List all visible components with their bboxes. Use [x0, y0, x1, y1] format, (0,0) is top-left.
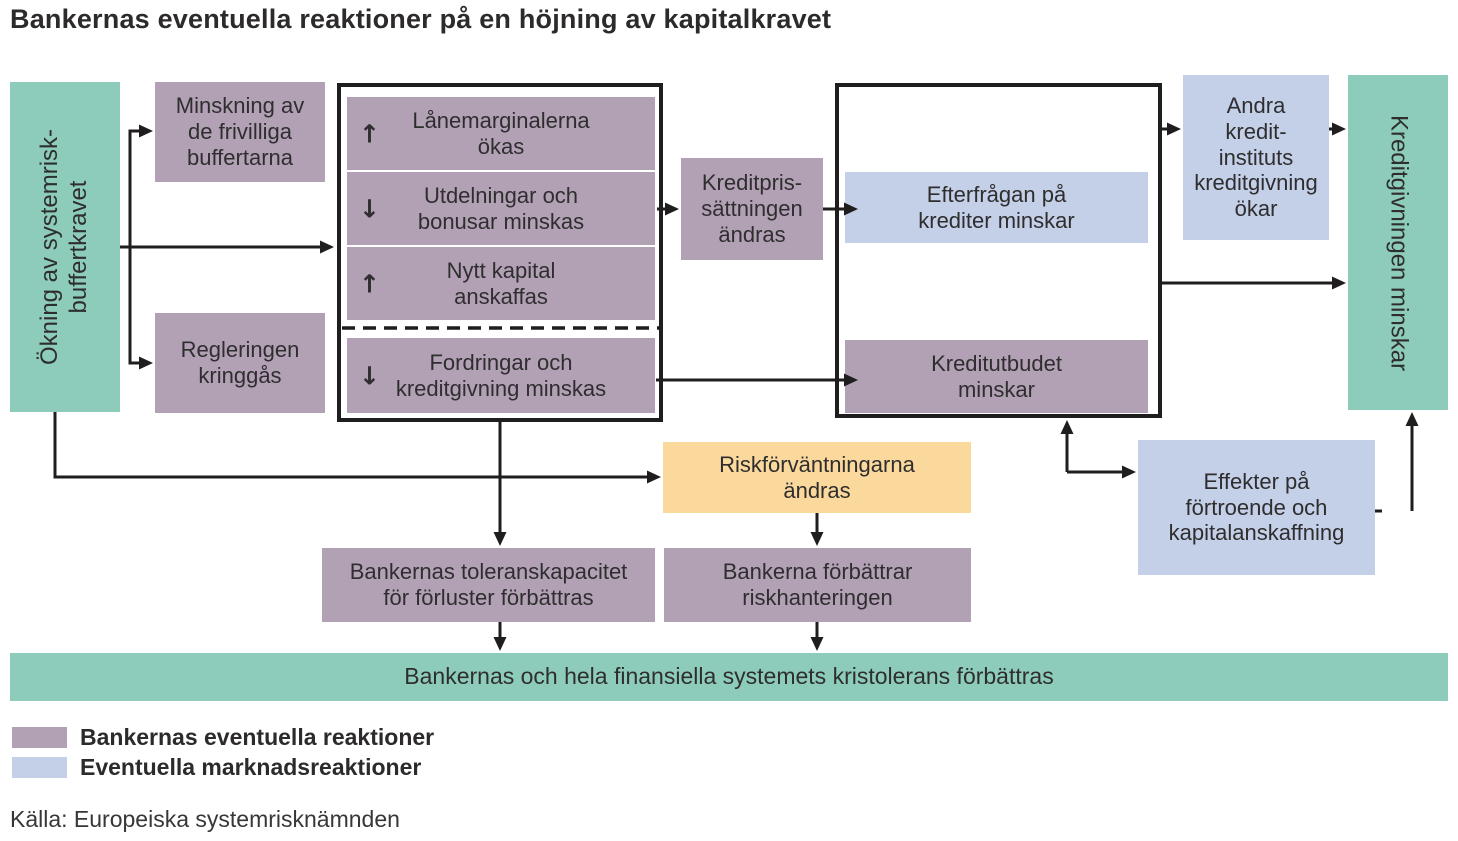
node-kristolerans-forbattras: Bankernas och hela finansiella systemets… — [10, 653, 1448, 701]
groupbox-marknadsreaktioner — [835, 83, 1162, 418]
source-note: Källa: Europeiska systemrisknämnden — [10, 806, 400, 832]
node-toleranskapacitet-forbattras: Bankernas toleranskapacitet för förluste… — [322, 548, 655, 622]
legend-swatch-bank-reaktioner — [12, 727, 67, 748]
node-label: Andra kredit- instituts kreditgivning ök… — [1194, 92, 1318, 222]
node-lanemarginalerna-okas: ↑ Lånemarginalerna ökas — [347, 97, 655, 170]
node-label: Utdelningar och bonusar minskas — [417, 182, 585, 234]
node-riskforvantningarna-andras: Riskförväntningarna ändras — [663, 442, 971, 513]
node-label: Kreditutbudet minskar — [931, 350, 1062, 402]
legend-swatch-marknadsreaktioner — [12, 757, 67, 778]
node-label: Bankerna förbättrar riskhanteringen — [722, 559, 913, 610]
node-utdelningar-bonusar-minskas: ↓ Utdelningar och bonusar minskas — [347, 172, 655, 245]
node-minskning-frivilliga-buffertarna: Minskning av de frivilliga buffertarna — [155, 82, 325, 182]
node-effekter-fortroende-kapitalanskaffning: Effekter på förtroende och kapitalanskaf… — [1138, 440, 1375, 575]
down-arrow-icon: ↓ — [359, 194, 380, 223]
legend-label-marknadsreaktioner: Eventuella marknadsreaktioner — [80, 754, 422, 780]
node-nytt-kapital-anskaffas: ↑ Nytt kapital anskaffas — [347, 247, 655, 320]
node-okning-systemriskbuffertkravet: Ökning av systemrisk- buffertkravet — [10, 82, 120, 412]
node-label: Kreditpris- sättningen ändras — [701, 170, 803, 247]
node-kreditprissattningen-andras: Kreditpris- sättningen ändras — [681, 158, 823, 260]
page-title: Bankernas eventuella reaktioner på en hö… — [10, 4, 832, 34]
node-label: Riskförväntningarna ändras — [719, 451, 915, 503]
down-arrow-icon: ↓ — [359, 361, 380, 390]
node-label: Bankernas toleranskapacitet för förluste… — [349, 559, 628, 610]
arrow-okning-to-regleringen — [128, 247, 153, 370]
node-label: Minskning av de frivilliga buffertarna — [175, 93, 305, 170]
node-label: Regleringen kringgås — [180, 337, 300, 388]
node-label: Lånemarginalerna ökas — [412, 107, 590, 159]
node-regleringen-kringgas: Regleringen kringgås — [155, 313, 325, 413]
up-arrow-icon: ↑ — [359, 269, 380, 298]
node-label: Effekter på förtroende och kapitalanskaf… — [1168, 468, 1345, 546]
node-andra-kreditinstituts-kreditgivning-okar: Andra kredit- instituts kreditgivning ök… — [1183, 75, 1329, 240]
node-efterfragan-krediter-minskar: Efterfrågan på krediter minskar — [845, 172, 1148, 243]
node-kreditutbudet-minskar: Kreditutbudet minskar — [845, 340, 1148, 413]
node-fordringar-kreditgivning-minskas: ↓ Fordringar och kreditgivning minskas — [347, 338, 655, 413]
node-label: Bankernas och hela finansiella systemets… — [404, 663, 1054, 690]
arrow-okning-to-minskning — [128, 124, 153, 247]
node-label: Ökning av systemrisk- buffertkravet — [36, 128, 92, 366]
node-label: Nytt kapital anskaffas — [446, 257, 556, 309]
node-label: Fordringar och kreditgivning minskas — [395, 349, 607, 401]
node-bankerna-forbattrar-riskhanteringen: Bankerna förbättrar riskhanteringen — [664, 548, 971, 622]
legend-label-bank-reaktioner: Bankernas eventuella reaktioner — [80, 724, 435, 750]
up-arrow-icon: ↑ — [359, 119, 380, 148]
node-label: Kreditgivningen minskar — [1385, 114, 1413, 371]
node-kreditgivningen-minskar: Kreditgivningen minskar — [1348, 75, 1448, 410]
node-label: Efterfrågan på krediter minskar — [918, 181, 1075, 233]
